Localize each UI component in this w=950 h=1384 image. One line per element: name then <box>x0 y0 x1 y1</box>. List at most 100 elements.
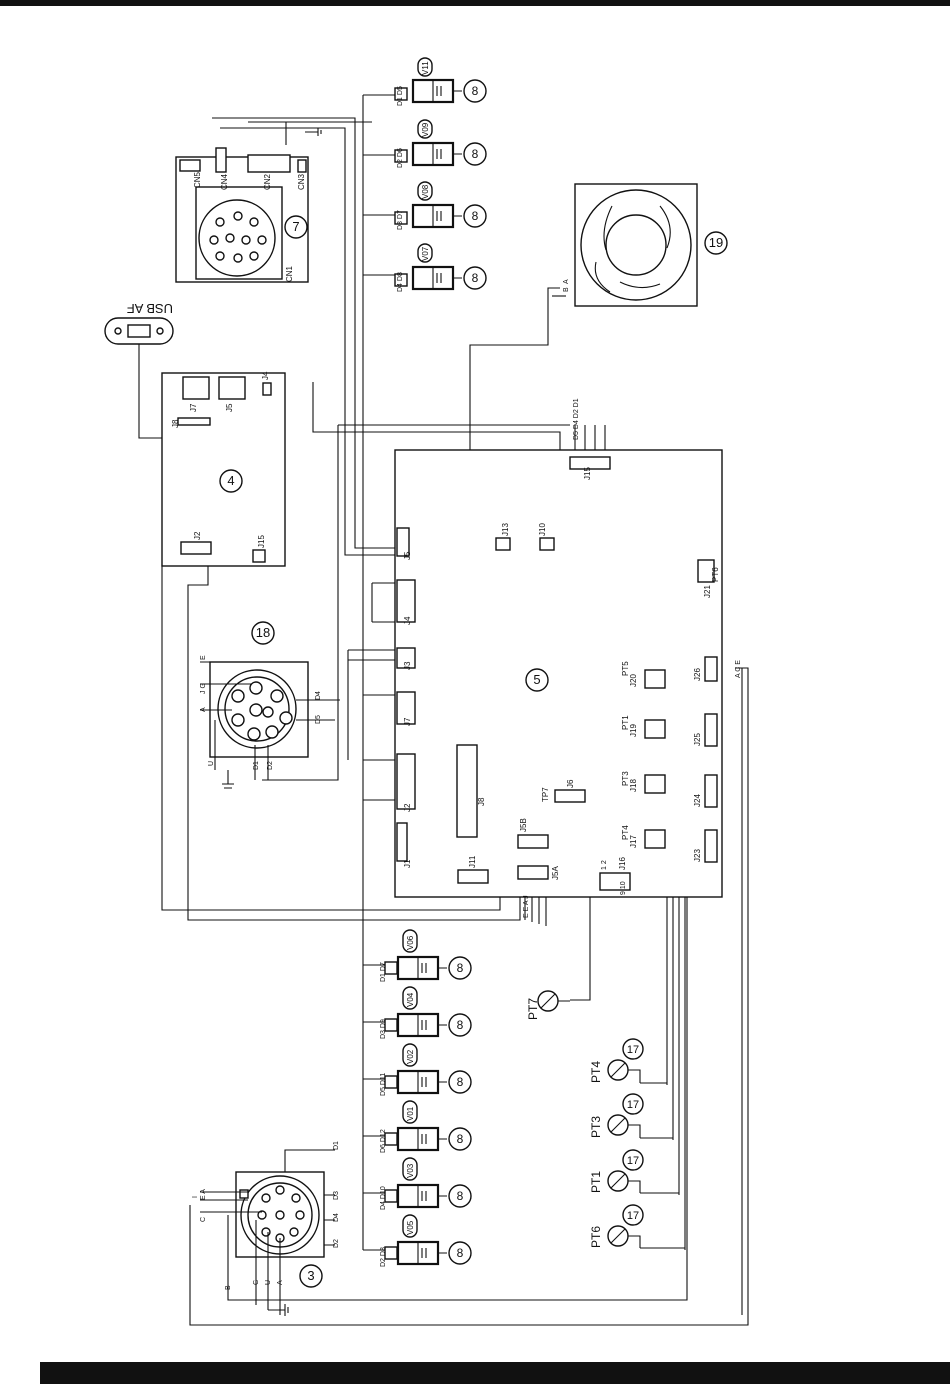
fan-wire-b: B <box>563 287 570 292</box>
main-j18-label: J18 <box>629 779 638 792</box>
c3-wire-ea: E A <box>200 1189 207 1200</box>
main-j20-label: J20 <box>629 674 638 687</box>
main-j1-label: J1 <box>403 859 412 868</box>
pt6-conn-label: PT6 <box>711 567 720 582</box>
pressure-connector-labels: PT5 PT1 PT3 PT4 PT6 <box>621 567 720 840</box>
sensor-pt4: 17 PT4 <box>589 1038 644 1083</box>
pt5-label: PT5 <box>621 661 630 676</box>
main-j13-label: J13 <box>501 523 510 536</box>
main-j21-label: J21 <box>703 585 712 598</box>
v07-label: V07 <box>421 246 430 261</box>
valve-v05: V05 D2 D8 8 <box>380 1214 472 1267</box>
pt3-conn-label: PT3 <box>621 771 630 786</box>
main-j2-label: J2 <box>403 803 412 812</box>
v06-diodes: D1 D7 <box>380 962 387 982</box>
j15-wire-labels: D5 D4 D2 D1 <box>573 398 580 440</box>
v04-number: 8 <box>457 1018 464 1032</box>
main-j8-label: J8 <box>477 797 486 806</box>
v05-label: V05 <box>406 1220 415 1235</box>
main-j17-label: J17 <box>629 835 638 848</box>
top-border-bar <box>0 0 950 6</box>
v06-label: V06 <box>406 935 415 950</box>
c3-wire-d1: D1 <box>333 1141 340 1150</box>
v04-label: V04 <box>406 992 415 1007</box>
main-j19-label: J19 <box>629 724 638 737</box>
main-j16-label: J16 <box>618 857 627 870</box>
main-j5-label: J5 <box>403 551 412 560</box>
pt3-number: 17 <box>627 1099 639 1111</box>
c18-wire-e: E <box>200 655 207 660</box>
display-j4-label: J4 <box>261 371 270 380</box>
connector-3-number: 3 <box>307 1268 314 1283</box>
pt1-conn-label: PT1 <box>621 715 630 730</box>
c3-wire-u: U <box>265 1280 272 1285</box>
c3-wire-i: I <box>192 1196 199 1198</box>
main-j5a-label: J5A <box>551 866 560 880</box>
connector-18: 18 E J G A U D1 D2 D4 D5 <box>200 621 340 781</box>
adapter-cn4-label: CN4 <box>220 173 229 190</box>
v04-diodes: D3 D9 <box>380 1019 387 1039</box>
usb-label: USB AF <box>127 301 173 316</box>
v11-label: V11 <box>421 61 430 75</box>
c18-wire-d2: D2 <box>267 761 274 770</box>
valve-v11: V11 D1 D5 8 <box>394 57 487 106</box>
c18-wire-jg: J G <box>200 683 207 694</box>
display-board: 4 J2 J4 J5 J7 J8 J15 <box>161 371 286 567</box>
v03-number: 8 <box>457 1189 464 1203</box>
valve-v01: V01 D6 D12 8 <box>380 1100 472 1153</box>
v02-label: V02 <box>406 1049 415 1064</box>
main-j7-label: J7 <box>403 717 412 726</box>
v05-number: 8 <box>457 1246 464 1260</box>
v08-number: 8 <box>472 209 479 223</box>
adapter-cn2-label: CN2 <box>263 173 272 190</box>
v06-number: 8 <box>457 961 464 975</box>
v01-number: 8 <box>457 1132 464 1146</box>
main-j26-label: J26 <box>693 668 702 681</box>
fan-wire-a: A <box>563 279 570 284</box>
v07-diodes: D4 D8 <box>397 272 404 292</box>
display-j2-label: J2 <box>193 531 202 540</box>
display-j5-label: J5 <box>225 403 234 412</box>
usb-socket: USB AF <box>104 301 200 439</box>
connector-18-number: 18 <box>256 625 270 640</box>
j16-pins-top: 1 2 <box>601 860 608 870</box>
sensor-pt3: 17 PT3 <box>589 1093 644 1138</box>
valve-v06: V06 D1 D7 8 <box>380 929 472 982</box>
main-j6-label: J6 <box>566 779 575 788</box>
pt6-label: PT6 <box>589 1226 603 1248</box>
v09-number: 8 <box>472 147 479 161</box>
pt4-conn-label: PT4 <box>621 825 630 840</box>
v03-diodes: D4 D10 <box>380 1186 387 1210</box>
v09-diodes: D2 D6 <box>397 148 404 168</box>
valve-v09: V09 D2 D6 8 <box>394 119 487 168</box>
adapter-cn3-label: CN3 <box>297 173 306 190</box>
c18-wire-d4: D4 <box>315 691 322 700</box>
v02-diodes: D5 D11 <box>380 1073 387 1096</box>
c3-wire-d4: D4 <box>333 1213 340 1222</box>
main-j10-label: J10 <box>538 523 547 536</box>
valve-v08: V08 D3 D7 8 <box>394 181 487 230</box>
sensor-pt6: 17 PT6 <box>589 1204 644 1248</box>
v09-label: V09 <box>421 122 430 137</box>
valve-v02: V02 D5 D11 8 <box>380 1043 472 1096</box>
main-j3-label: J3 <box>403 661 412 670</box>
c3-wire-g: G <box>253 1280 260 1285</box>
j16-pins-bottom: 9 10 <box>620 881 627 895</box>
main-j23-label: J23 <box>693 849 702 862</box>
main-j11-label: J11 <box>468 855 477 868</box>
j5a-wire-labels: E E A J <box>523 895 530 918</box>
fan-number: 19 <box>709 235 723 250</box>
pt6-number: 17 <box>627 1210 639 1222</box>
pt7-label: PT7 <box>526 998 540 1020</box>
valve-v04: V04 D3 D9 8 <box>380 986 472 1039</box>
v11-diodes: D1 D5 <box>397 86 404 106</box>
display-board-number: 4 <box>227 473 234 488</box>
v01-diodes: D6 D12 <box>380 1129 387 1153</box>
sensor-pt7: PT7 <box>526 990 570 1020</box>
main-j15-label: J15 <box>583 467 592 480</box>
v02-number: 8 <box>457 1075 464 1089</box>
main-board-number: 5 <box>533 672 540 687</box>
c18-wire-u: U <box>208 761 215 766</box>
display-j8-label: J8 <box>171 419 180 428</box>
